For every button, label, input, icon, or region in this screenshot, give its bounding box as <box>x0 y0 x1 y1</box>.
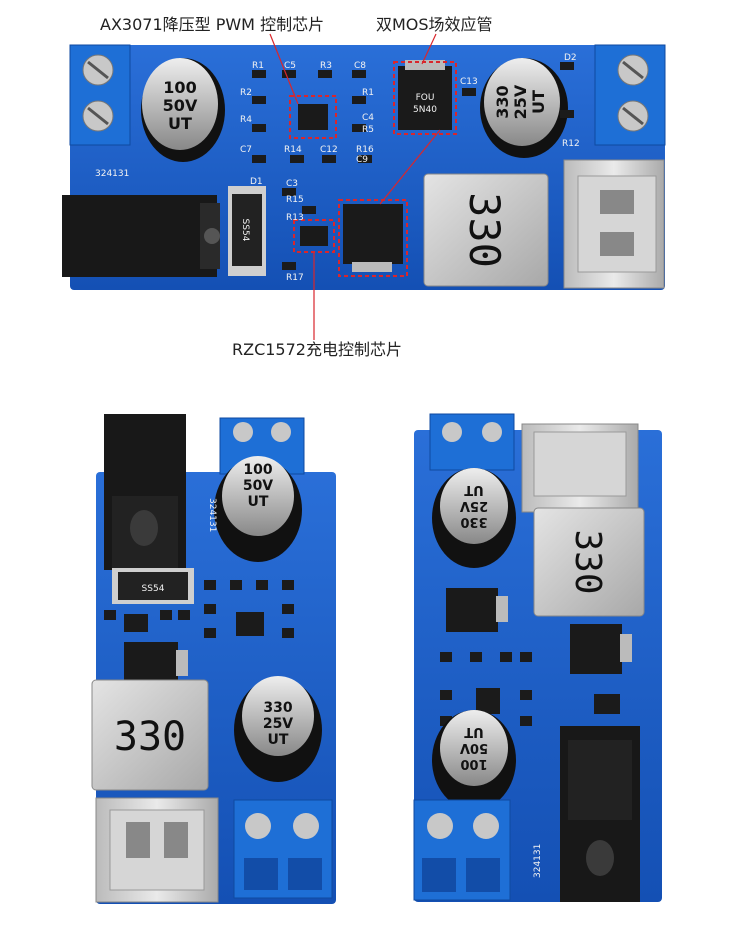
mosfet-left <box>124 642 188 684</box>
annotation-charge-chip: RZC1572充电控制芯片 <box>232 340 402 359</box>
cap-out-right-1: 330 <box>460 514 487 529</box>
dc-jack <box>62 195 220 277</box>
label-c4: C4 <box>362 113 374 123</box>
terminal-block-right-bottom <box>413 799 511 901</box>
inductor-marking-right: 330 <box>567 529 608 594</box>
cap-out-right-2: 25V <box>460 498 488 513</box>
label-r2: R2 <box>240 88 252 98</box>
board-code-right: 324131 <box>533 844 543 878</box>
cap-out-left-3: UT <box>268 732 289 748</box>
label-r4: R4 <box>240 115 252 125</box>
mosfet-right-1 <box>446 588 508 632</box>
label-r16: R16 <box>356 145 374 155</box>
board-code-top: 324131 <box>95 169 129 179</box>
mos-top-mark2: 5N40 <box>413 105 437 115</box>
label-c5: C5 <box>284 61 296 71</box>
bottom-right-board-view: 330 25V UT 330 <box>413 413 662 902</box>
label-r1b: R1 <box>362 88 374 98</box>
label-d2: D2 <box>564 53 577 63</box>
capacitor-330uf: 330 25V UT <box>480 58 568 158</box>
annotation-buck-chip: AX3071降压型 PWM 控制芯片 <box>100 15 324 34</box>
cap-in-line3: UT <box>168 114 192 133</box>
smd-components <box>252 62 574 270</box>
diode-marking: SS54 <box>240 219 250 242</box>
diode-marking-left: SS54 <box>142 584 165 594</box>
label-d1: D1 <box>250 177 263 187</box>
cap-out-line3: UT <box>529 90 548 114</box>
terminal-block-right <box>594 44 666 146</box>
capacitor-330uf-right: 330 25V UT <box>432 468 516 568</box>
usb-port-left <box>95 797 219 903</box>
label-r17: R17 <box>286 273 304 283</box>
capacitor-330uf-left: 330 25V UT <box>234 676 322 782</box>
cap-in-right-1: 100 <box>460 756 487 771</box>
inductor-right: 330 <box>533 507 645 617</box>
bottom-left-board-view: 100 50V UT SS54 324131 330 <box>91 414 336 904</box>
cap-in-line2: 50V <box>163 96 198 115</box>
label-c13: C13 <box>460 77 478 87</box>
usb-port <box>563 159 665 289</box>
inductor-left: 330 <box>91 679 209 791</box>
silkscreen-labels: R1 C5 R3 C8 R2 R1 C4 R5 R4 C7 R14 C12 R1… <box>95 53 580 283</box>
diode-ss54: SS54 <box>228 186 266 276</box>
mosfet-bottom <box>338 199 408 277</box>
capacitor-100uf-left: 100 50V UT <box>214 456 302 562</box>
label-c9: C9 <box>356 155 368 165</box>
cap-out-right-3: UT <box>464 482 484 497</box>
label-r3: R3 <box>320 61 332 71</box>
dc-jack-right <box>560 726 640 902</box>
diode-left: SS54 <box>112 568 194 604</box>
label-r1: R1 <box>252 61 264 71</box>
mosfet-right-2 <box>570 624 632 674</box>
mos-top-mark1: FOU <box>416 93 435 103</box>
cap-out-left-1: 330 <box>263 700 292 716</box>
cap-out-line1: 330 <box>493 85 512 118</box>
label-r12: R12 <box>562 139 580 149</box>
terminal-block-left <box>69 44 131 146</box>
board-code-left: 324131 <box>207 498 217 532</box>
smd-left <box>104 580 294 638</box>
cap-out-left-2: 25V <box>263 716 293 732</box>
capacitor-100uf-right: 100 50V UT <box>432 710 516 810</box>
cap-in-left-3: UT <box>248 494 269 510</box>
label-c12: C12 <box>320 145 338 155</box>
terminal-block-left-bottom <box>233 799 333 899</box>
inductor-marking: 330 <box>460 192 509 268</box>
leader-line-mos1 <box>421 33 437 65</box>
cap-in-right-2: 50V <box>460 740 488 755</box>
inductor-330: 330 <box>423 173 549 287</box>
cap-in-left-1: 100 <box>243 462 272 478</box>
label-c7: C7 <box>240 145 252 155</box>
label-c3: C3 <box>286 179 298 189</box>
smd-right <box>440 652 620 726</box>
cap-in-line1: 100 <box>163 78 196 97</box>
label-r15: R15 <box>286 195 304 205</box>
cap-out-line2: 25V <box>511 84 530 119</box>
annotation-mosfet: 双MOS场效应管 <box>376 15 493 34</box>
inductor-marking-left: 330 <box>114 714 186 760</box>
capacitor-100uf: 100 50V UT <box>141 58 225 162</box>
leader-line-buck <box>269 33 299 105</box>
label-c8: C8 <box>354 61 366 71</box>
dc-jack-left <box>104 414 186 570</box>
terminal-block-right-top <box>429 413 515 471</box>
label-r5: R5 <box>362 125 374 135</box>
ax3071-chip <box>289 95 337 139</box>
top-board-view: 100 50V UT 330 25V UT SS54 <box>62 15 666 359</box>
cap-in-left-2: 50V <box>243 478 273 494</box>
mosfet-top: FOU 5N40 <box>393 60 457 135</box>
leader-line-mos2 <box>379 129 441 205</box>
usb-port-right <box>521 423 639 513</box>
cap-in-right-3: UT <box>464 724 484 739</box>
label-r13: R13 <box>286 213 304 223</box>
label-r14: R14 <box>284 145 302 155</box>
